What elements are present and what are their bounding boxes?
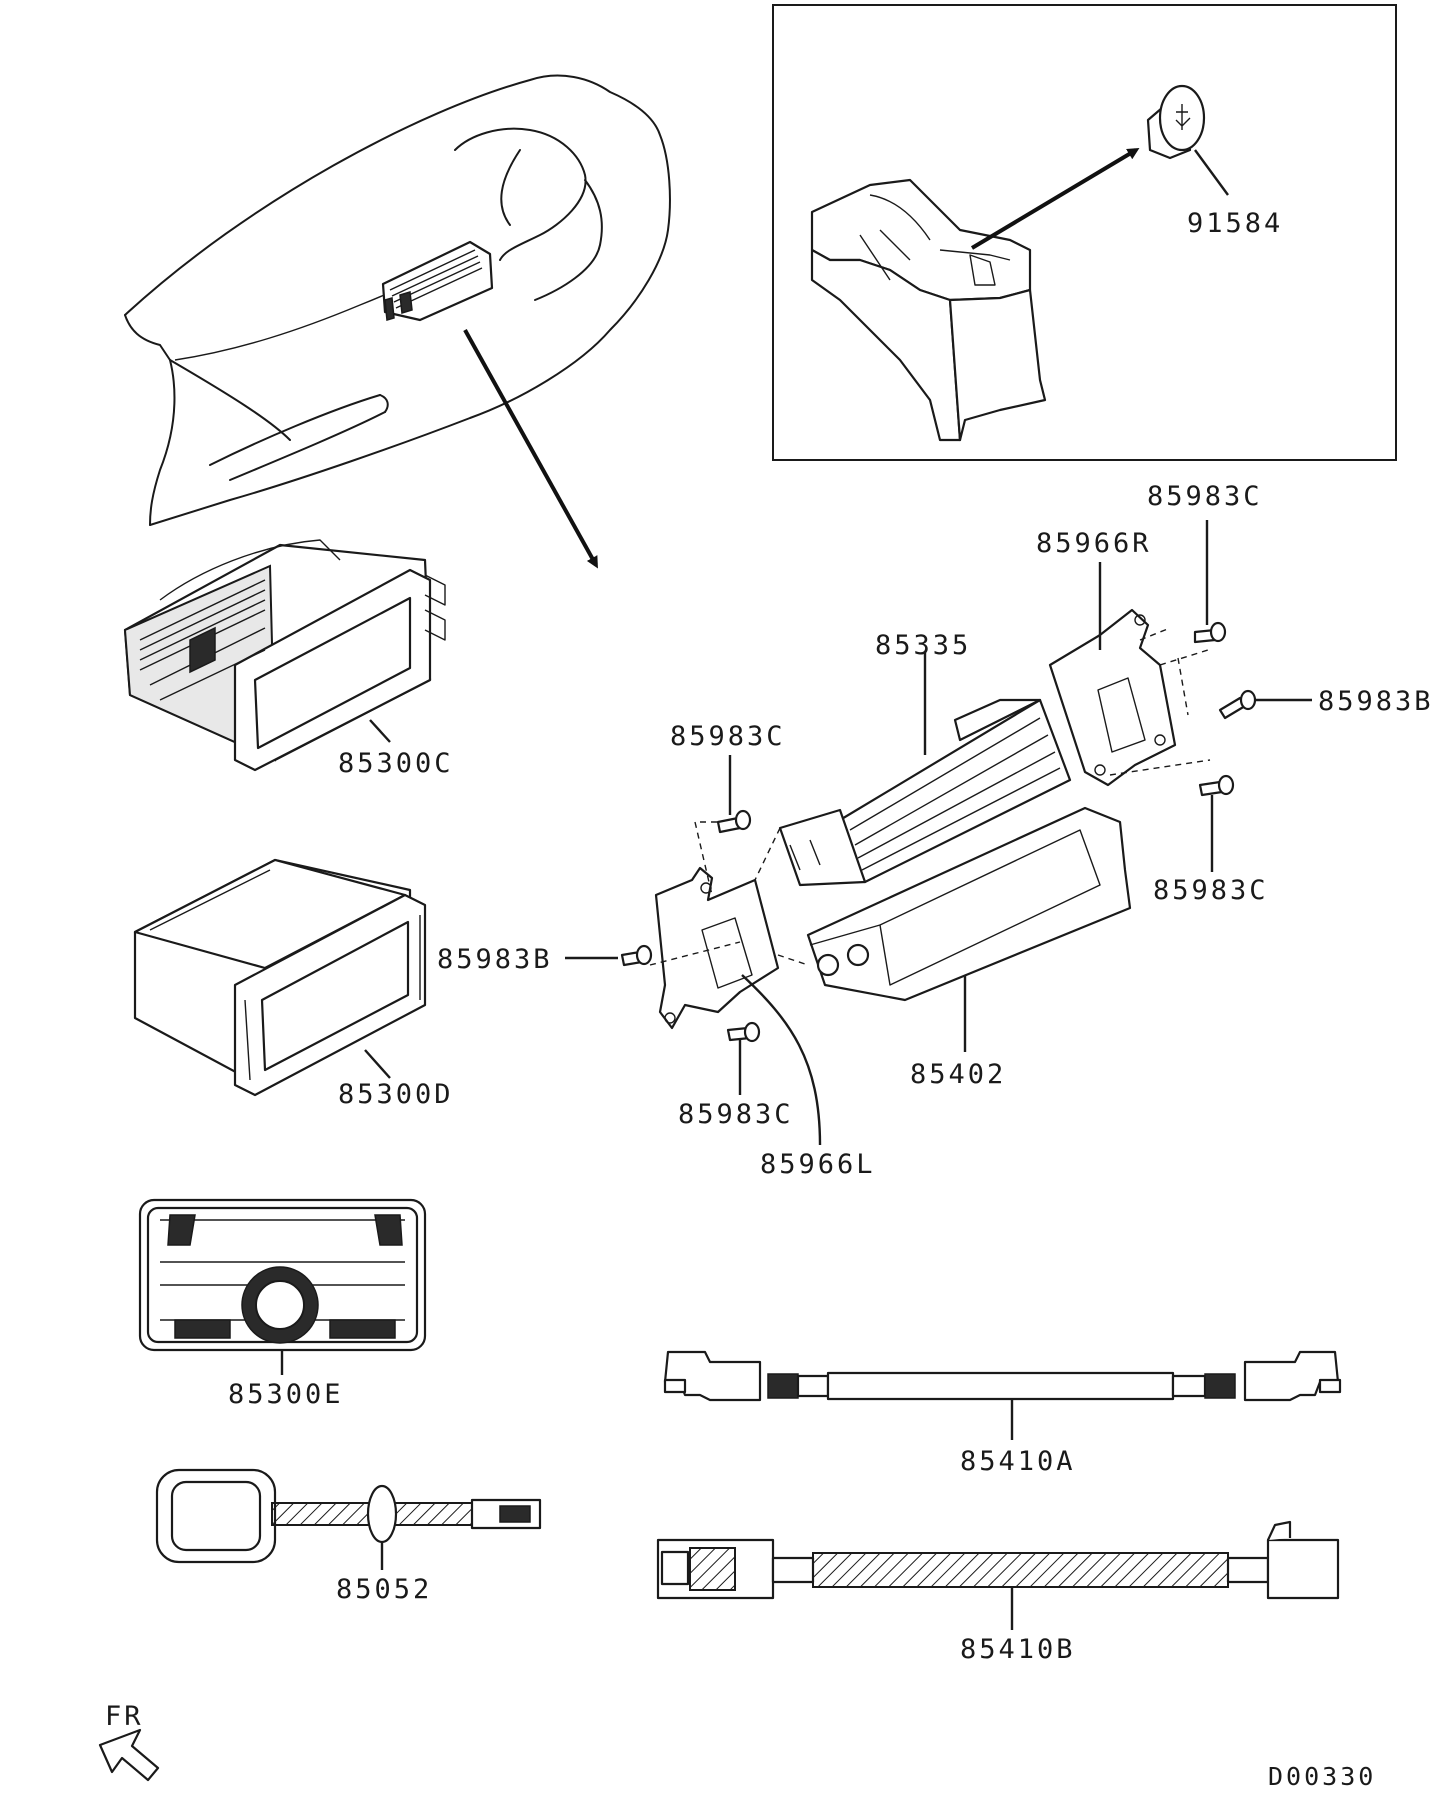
pocket-85402-icon xyxy=(806,806,1132,1002)
label-85983c-left: 85983C xyxy=(670,721,786,752)
label-85335: 85335 xyxy=(875,630,971,661)
cable-85410a-icon xyxy=(663,1350,1342,1440)
inset-panel xyxy=(772,4,1397,461)
screw-85983c-bottom-icon xyxy=(726,1021,761,1043)
label-85052: 85052 xyxy=(336,1574,432,1605)
screw-85983b-right-icon xyxy=(1218,689,1257,720)
screw-85983c-left-icon xyxy=(716,809,752,834)
label-85966r: 85966R xyxy=(1036,528,1152,559)
label-85402: 85402 xyxy=(910,1059,1006,1090)
assembly-guide-lines xyxy=(649,627,1211,966)
label-85983c-bottom: 85983C xyxy=(678,1099,794,1130)
orientation-label: FR xyxy=(105,1701,144,1732)
radio-unit-85300e-icon xyxy=(138,1198,427,1352)
usb-port-icon xyxy=(1146,84,1229,196)
screw-85983b-left-icon xyxy=(620,944,653,967)
label-91584: 91584 xyxy=(1187,208,1283,239)
cable-85410b-icon xyxy=(656,1520,1340,1630)
screw-85983c-top-icon xyxy=(1193,621,1227,644)
radio-unit-85300d-icon xyxy=(133,858,427,1097)
label-85983b-left: 85983B xyxy=(437,944,553,975)
label-85983c-top: 85983C xyxy=(1147,481,1263,512)
label-85966l: 85966L xyxy=(760,1149,876,1180)
label-85300d: 85300D xyxy=(338,1079,454,1110)
label-85410b: 85410B xyxy=(960,1634,1076,1665)
label-85983c-right: 85983C xyxy=(1153,875,1269,906)
radio-unit-85300c-icon xyxy=(123,539,446,772)
dash-callout-arrow xyxy=(463,329,598,569)
bracket-85966r-icon xyxy=(1048,608,1177,787)
front-arrow-icon xyxy=(98,1728,160,1782)
label-85983b-right: 85983B xyxy=(1318,686,1434,717)
gps-antenna-85052-icon xyxy=(155,1468,542,1564)
dash-radio-icon xyxy=(381,240,494,322)
label-85410a: 85410A xyxy=(960,1446,1076,1477)
label-85300e: 85300E xyxy=(228,1379,344,1410)
screw-85983c-right-icon xyxy=(1198,774,1235,797)
panel-85335-icon xyxy=(778,698,1072,887)
diagram-code: D00330 xyxy=(1268,1762,1376,1791)
label-85300c: 85300C xyxy=(338,748,454,779)
